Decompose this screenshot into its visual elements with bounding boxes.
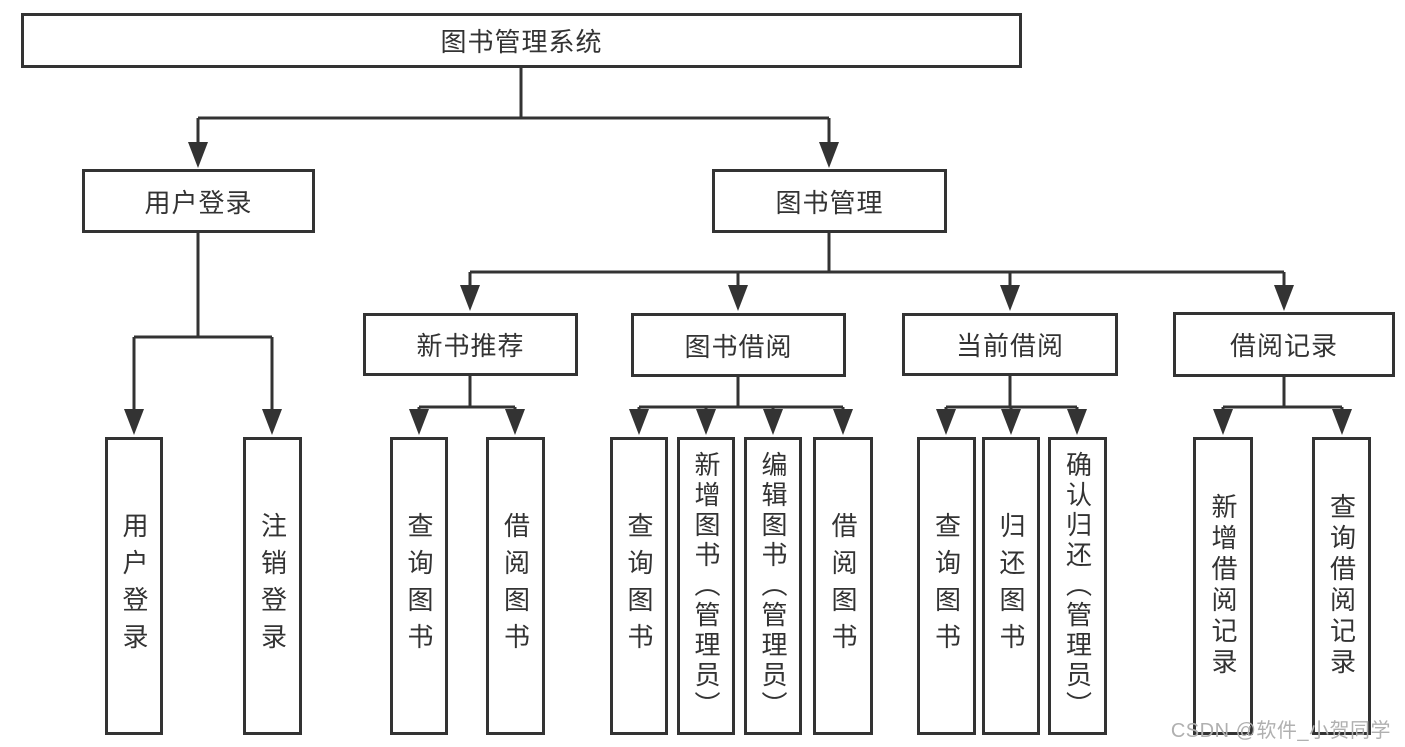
- node-label: 图书借阅: [684, 331, 793, 362]
- leaf-query-books-borrowing: 查询图书: [610, 437, 668, 735]
- node-label: 新书推荐: [416, 331, 525, 361]
- node-borrowing-records: 借阅记录: [1173, 312, 1395, 377]
- node-label: 查询图书: [404, 512, 434, 660]
- leaf-return-books: 归还图书: [982, 437, 1040, 735]
- node-label: 用户登录: [144, 187, 253, 218]
- node-label: 归还图书: [996, 512, 1026, 660]
- node-label: 确认归还（管理员）: [1062, 451, 1093, 721]
- node-user-login: 用户登录: [82, 169, 315, 233]
- node-book-borrowing: 图书借阅: [631, 313, 846, 377]
- leaf-borrow-books-recommend: 借阅图书: [486, 437, 545, 735]
- node-label: 新增借阅记录: [1208, 493, 1238, 679]
- node-label: 图书管理系统: [440, 27, 603, 57]
- leaf-query-borrowing-record: 查询借阅记录: [1312, 437, 1371, 735]
- node-label: 借阅图书: [500, 512, 531, 660]
- node-book-management: 图书管理: [712, 169, 947, 233]
- node-label: 查询图书: [624, 512, 654, 660]
- leaf-confirm-return-admin: 确认归还（管理员）: [1048, 437, 1107, 735]
- node-label: 借阅记录: [1229, 331, 1338, 361]
- leaf-query-books-current: 查询图书: [917, 437, 976, 735]
- node-label: 查询图书: [931, 512, 962, 660]
- csdn-watermark: CSDN @软件_小贺同学: [1170, 720, 1391, 742]
- node-library-management-system: 图书管理系统: [21, 13, 1022, 68]
- node-new-book-recommendation: 新书推荐: [363, 313, 578, 376]
- node-label: 新增图书（管理员）: [691, 451, 721, 721]
- node-current-borrowing: 当前借阅: [902, 313, 1118, 376]
- leaf-add-books-admin: 新增图书（管理员）: [677, 437, 735, 735]
- leaf-query-books-recommend: 查询图书: [390, 437, 448, 735]
- node-label: 编辑图书（管理员）: [758, 451, 788, 721]
- leaf-user-login: 用户登录: [105, 437, 163, 735]
- node-label: 借阅图书: [828, 512, 858, 660]
- arrowheads: [124, 142, 1352, 435]
- leaf-edit-books-admin: 编辑图书（管理员）: [744, 437, 802, 735]
- node-label: 图书管理: [775, 187, 884, 218]
- node-label: 注销登录: [257, 512, 288, 660]
- leaf-add-borrowing-record: 新增借阅记录: [1193, 437, 1253, 735]
- node-label: 当前借阅: [955, 331, 1064, 361]
- node-label: 用户登录: [119, 512, 149, 660]
- leaf-borrow-books-borrowing: 借阅图书: [813, 437, 873, 735]
- node-label: 查询借阅记录: [1326, 493, 1357, 679]
- leaf-logout-login: 注销登录: [243, 437, 302, 735]
